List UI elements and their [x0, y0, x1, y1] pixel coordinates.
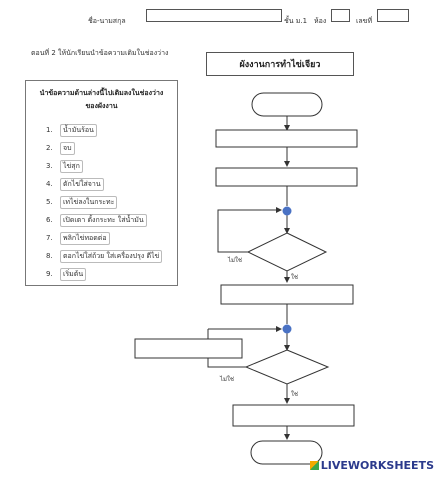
process-box-5[interactable] — [232, 404, 355, 427]
process-box-2[interactable] — [215, 167, 358, 187]
connector-dot-2 — [282, 324, 292, 334]
logo-icon — [309, 461, 319, 470]
word-item[interactable]: 3.ไข่สุก — [46, 160, 83, 173]
word-item[interactable]: 4.ตักไข่ใส่จาน — [46, 178, 104, 191]
word-item[interactable]: 7.พลิกไข่ทอดต่อ — [46, 232, 110, 245]
end-terminator[interactable] — [250, 440, 323, 465]
word-bank-panel: นำข้อความด้านล่างนี้ไปเติมลงในช่องว่าง ข… — [25, 80, 178, 286]
decision-diamond-1[interactable] — [246, 232, 328, 272]
room-label: ห้อง — [314, 17, 327, 25]
word-item[interactable]: 2.จบ — [46, 142, 75, 155]
word-item[interactable]: 8.ตอกไข่ใส่ถ้วย ใส่เครื่องปรุง ตีไข่ — [46, 250, 163, 263]
no-label: ไม่ใช่ — [228, 257, 242, 264]
word-item[interactable]: 1.น้ำมันร้อน — [46, 124, 97, 137]
number-label: เลขที่ — [356, 17, 373, 25]
name-input[interactable] — [146, 9, 282, 22]
flowchart-title: ผังงานการทำไข่เจียว — [206, 52, 354, 76]
no-label: ไม่ใช่ — [220, 376, 234, 383]
liveworksheets-logo: LIVEWORKSHEETS — [309, 459, 434, 472]
process-box-3[interactable] — [220, 284, 354, 305]
word-item[interactable]: 5.เทไข่ลงในกระทะ — [46, 196, 118, 209]
word-item[interactable]: 9.เริ่มต้น — [46, 268, 87, 281]
process-box-4[interactable] — [134, 338, 243, 359]
word-bank-title: นำข้อความด้านล่างนี้ไปเติมลงในช่องว่าง — [39, 89, 164, 97]
grade-label: ชั้น ม.1 — [284, 17, 308, 25]
room-input[interactable] — [331, 9, 350, 22]
decision-diamond-2[interactable] — [244, 349, 330, 385]
yes-label: ใช่ — [291, 391, 299, 398]
instruction-text: ตอนที่ 2 ให้นักเรียนนำข้อความเติมในช่องว… — [31, 49, 169, 57]
word-bank-subtitle: ของผังงาน — [85, 102, 118, 110]
process-box-1[interactable] — [215, 129, 358, 148]
name-label: ชื่อ-นามสกุล — [88, 17, 126, 25]
connector-dot-1 — [282, 206, 292, 216]
start-terminator[interactable] — [251, 92, 323, 117]
number-input[interactable] — [377, 9, 409, 22]
word-item[interactable]: 6.เปิดเตา ตั้งกระทะ ใส่น้ำมัน — [46, 214, 147, 227]
yes-label: ใช่ — [291, 274, 299, 281]
